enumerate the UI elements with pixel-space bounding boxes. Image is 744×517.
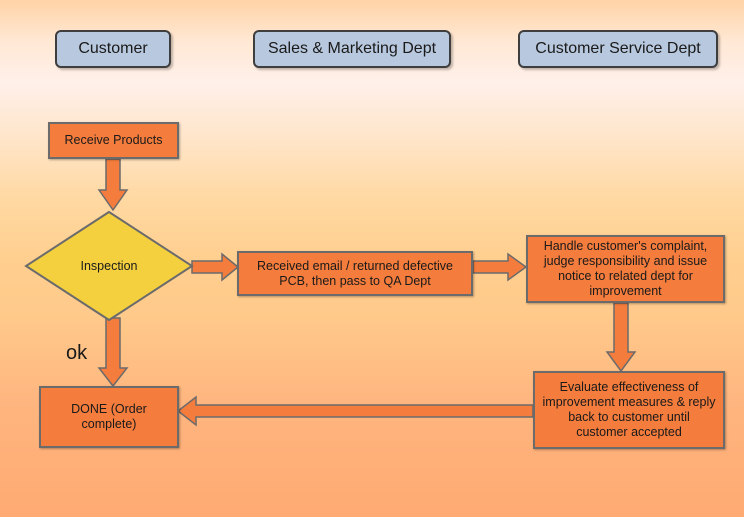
node-done: DONE (Order complete)	[39, 386, 179, 448]
arrow-inspection-to-done	[97, 317, 129, 388]
inspection-diamond	[24, 210, 194, 322]
node-receive-products: Receive Products	[48, 122, 179, 159]
lane-header-customer: Customer	[55, 30, 171, 68]
node-received-email: Received email / returned defective PCB,…	[237, 251, 473, 296]
lane-header-service: Customer Service Dept	[518, 30, 718, 68]
arrow-evaluate-to-done	[176, 395, 534, 427]
lane-header-sales: Sales & Marketing Dept	[253, 30, 451, 68]
node-handle-complaint: Handle customer's complaint, judge respo…	[526, 235, 725, 303]
edge-label-ok: ok	[66, 342, 88, 364]
arrow-complaint-to-evaluate	[605, 302, 637, 373]
node-inspection-label: Inspection	[80, 259, 138, 273]
arrow-email-to-complaint	[472, 252, 528, 282]
node-evaluate: Evaluate effectiveness of improvement me…	[533, 371, 725, 449]
arrow-receive-to-inspection	[97, 158, 129, 212]
arrow-inspection-to-email	[191, 252, 240, 282]
